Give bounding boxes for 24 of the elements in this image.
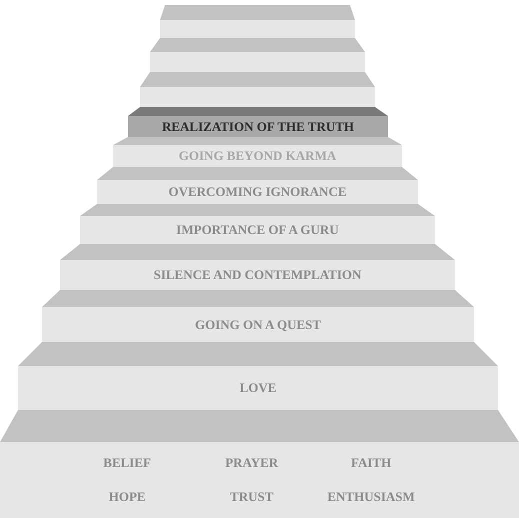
step-label: ENTHUSIASM [327,488,415,505]
stair-step [160,5,355,38]
step-label: TRUST [230,488,274,505]
stair-step [113,137,402,167]
step-label: OVERCOMING IGNORANCE [168,184,347,200]
stair-step [42,290,474,342]
stair-step [128,107,388,137]
step-label: FAITH [350,455,392,472]
step-label: BELIEF [103,455,151,472]
stair-step [140,72,375,107]
step-label: IMPORTANCE OF A GURU [176,222,339,238]
stair-step [60,244,455,290]
step-label: SILENCE AND CONTEMPLATION [154,267,362,283]
step-label: REALIZATION OF THE TRUTH [162,118,354,134]
stair-step [97,167,418,204]
step-label: GOING BEYOND KARMA [178,148,336,164]
step-label: PRAYER [225,455,278,472]
step-label: LOVE [240,380,276,396]
step-label: GOING ON A QUEST [194,316,322,332]
step-label: HOPE [108,488,146,505]
stair-step [80,204,435,244]
stair-step [0,410,519,518]
stair-step [18,342,498,410]
stair-step [150,38,365,72]
